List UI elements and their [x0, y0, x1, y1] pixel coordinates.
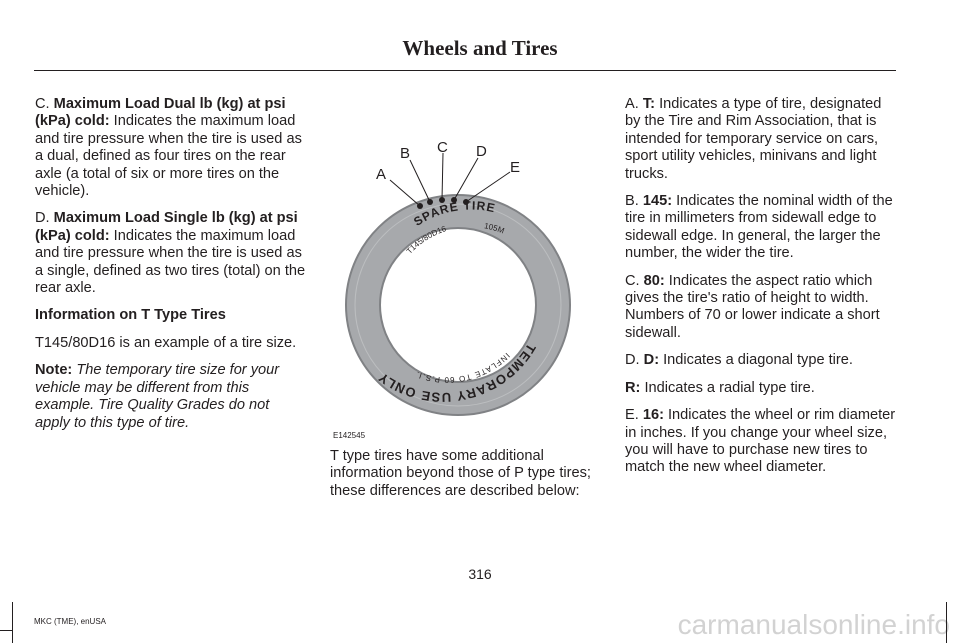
item-text: Indicates a diagonal type tire.: [659, 352, 853, 369]
tire-diagram: SPARE TIRE T145/80D16 105M TEMPORARY USE…: [333, 139, 571, 440]
item-c: C. 80: Indicates the aspect ratio which …: [625, 273, 897, 343]
figure-caption: T type tires have some additional inform…: [330, 448, 591, 499]
note-text: The temporary tire size for your vehicle…: [35, 362, 280, 431]
crop-mark: [12, 602, 13, 643]
item-text: Indicates a type of tire, designated by …: [625, 96, 882, 182]
note-label: Note:: [35, 362, 73, 379]
item-a: A. T: Indicates a type of tire, designat…: [625, 96, 897, 183]
item-prefix: D.: [625, 352, 640, 369]
item-b: B. 145: Indicates the nominal width of t…: [625, 193, 897, 263]
item-term: T:: [642, 96, 656, 112]
section-subheading: Information on T Type Tires: [35, 307, 226, 324]
callout-e: E: [510, 159, 520, 176]
item-text: Indicates the aspect ratio which gives t…: [625, 272, 880, 341]
callout-a: A: [376, 166, 386, 183]
item-text: Indicates the nominal width of the tire …: [625, 193, 893, 262]
item-text: Indicates the maximum load and tire pres…: [35, 113, 302, 200]
item-text: Indicates a radial type tire.: [640, 379, 815, 396]
item-c-dual-load: C. Maximum Load Dual lb (kg) at psi (kPa…: [35, 96, 307, 200]
item-text: Indicates the maximum load and tire pres…: [35, 227, 306, 297]
footer-line-1: MKC (TME), enUSA: [34, 617, 107, 626]
callout-b: B: [400, 145, 410, 162]
tire-rim-opening: [379, 227, 537, 383]
item-term: 16:: [642, 407, 664, 424]
item-prefix: D.: [35, 210, 50, 227]
crop-mark: [0, 630, 12, 631]
header-divider: [34, 70, 896, 71]
item-prefix: E.: [625, 407, 639, 424]
item-d-single-load: D. Maximum Load Single lb (kg) at psi (k…: [35, 210, 307, 297]
footer-info: MKC (TME), enUSA: [34, 617, 106, 627]
item-r: R: Indicates a radial type tire.: [625, 380, 897, 397]
item-term: D:: [643, 352, 660, 369]
item-prefix: C.: [35, 96, 50, 112]
item-d: D. D: Indicates a diagonal type tire.: [625, 352, 897, 369]
item-prefix: A.: [625, 96, 639, 112]
page-title: Wheels and Tires: [402, 36, 558, 60]
callout-c: C: [437, 139, 448, 156]
tire-illustration: SPARE TIRE T145/80D16 105M TEMPORARY USE…: [330, 120, 600, 450]
note: Note: The temporary tire size for your v…: [35, 362, 307, 432]
item-term: 145:: [642, 193, 673, 210]
page-number: 316: [468, 566, 492, 582]
right-column: A. T: Indicates a type of tire, designat…: [625, 96, 897, 487]
item-term: Maximum Load Single lb (kg) at psi (kPa)…: [35, 210, 298, 244]
item-term: R:: [625, 379, 641, 396]
callout-d: D: [476, 143, 487, 160]
left-column: C. Maximum Load Dual lb (kg) at psi (kPa…: [35, 96, 307, 442]
item-text: Indicates the wheel or rim diameter in i…: [625, 407, 896, 476]
crop-mark: [946, 602, 947, 643]
item-prefix: B.: [625, 193, 639, 210]
item-e: E. 16: Indicates the wheel or rim diamet…: [625, 407, 897, 477]
watermark: carmanualsonline.info: [677, 609, 950, 640]
example-text: T145/80D16 is an example of a tire size.: [35, 334, 297, 351]
item-term: 80:: [643, 272, 665, 289]
item-prefix: C.: [625, 272, 640, 289]
item-term: Maximum Load Dual lb (kg) at psi (kPa) c…: [35, 96, 286, 130]
figure-id: E142545: [333, 431, 366, 440]
